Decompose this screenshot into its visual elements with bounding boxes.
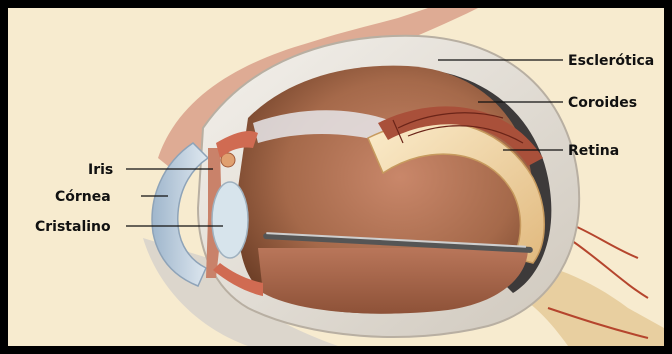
diagram-panel: Esclerótica Coroides Retina Iris Córnea … — [8, 8, 664, 346]
crystalline-lens — [212, 182, 248, 258]
eye-anatomy-diagram: Esclerótica Coroides Retina Iris Córnea … — [8, 8, 664, 346]
label-retina: Retina — [568, 143, 619, 159]
label-cornea: Córnea — [55, 189, 111, 205]
label-esclerotica: Esclerótica — [568, 53, 654, 69]
label-iris: Iris — [88, 162, 113, 178]
label-cristalino: Cristalino — [35, 219, 111, 235]
label-coroides: Coroides — [568, 95, 637, 111]
